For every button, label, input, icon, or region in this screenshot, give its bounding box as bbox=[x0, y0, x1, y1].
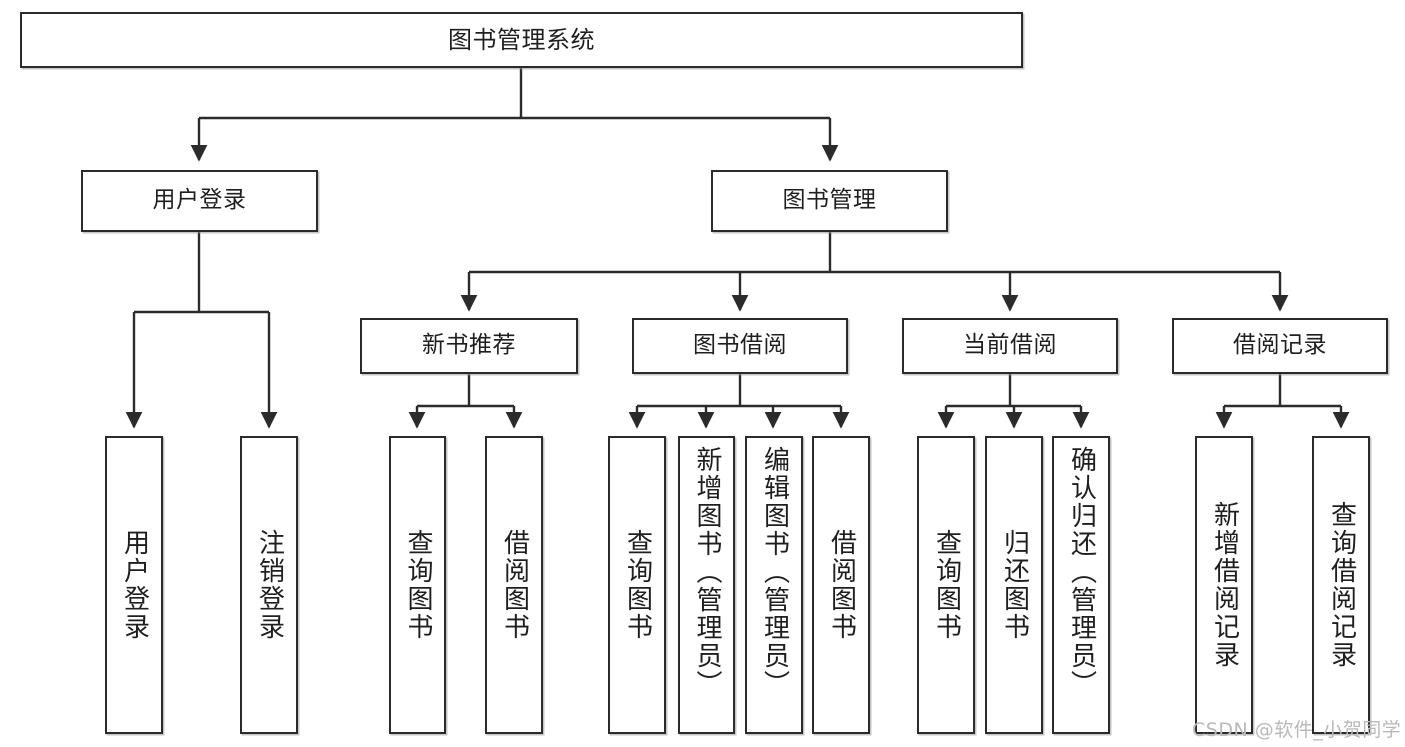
node-label: 图书借阅 bbox=[693, 332, 787, 359]
leaf-newbook-query-book[interactable]: 查询图书 bbox=[389, 436, 446, 734]
node-user-login[interactable]: 用户登录 bbox=[81, 170, 318, 232]
leaf-borrow-add-book-admin[interactable]: 新增图书（管理员） bbox=[678, 436, 735, 734]
leaf-current-confirm-return-admin[interactable]: 确认归还（管理员） bbox=[1052, 436, 1110, 734]
node-label: 用户登录 bbox=[152, 187, 247, 214]
leaf-current-query-book[interactable]: 查询图书 bbox=[917, 436, 975, 734]
node-current-borrow[interactable]: 当前借阅 bbox=[902, 318, 1118, 374]
leaf-logout[interactable]: 注销登录 bbox=[240, 436, 298, 734]
node-label: 编辑图书（管理员） bbox=[759, 446, 790, 698]
node-label: 查询图书 bbox=[403, 529, 434, 641]
node-label: 图书管理系统 bbox=[448, 25, 595, 54]
node-label: 借阅图书 bbox=[826, 529, 857, 641]
leaf-borrow-query-book[interactable]: 查询图书 bbox=[608, 436, 666, 734]
leaf-record-add[interactable]: 新增借阅记录 bbox=[1195, 436, 1253, 734]
csdn-watermark: CSDN @软件_小贺同学 bbox=[1192, 719, 1402, 741]
node-book-management[interactable]: 图书管理 bbox=[711, 170, 948, 232]
node-label: 新书推荐 bbox=[422, 332, 516, 359]
node-label: 当前借阅 bbox=[963, 332, 1057, 359]
node-borrow-record[interactable]: 借阅记录 bbox=[1172, 318, 1388, 374]
node-label: 借阅图书 bbox=[499, 529, 530, 641]
node-label: 查询借阅记录 bbox=[1326, 501, 1357, 669]
node-label: 图书管理 bbox=[782, 187, 877, 214]
node-label: 归还图书 bbox=[999, 529, 1030, 641]
leaf-record-query[interactable]: 查询借阅记录 bbox=[1312, 436, 1370, 734]
node-label: 查询图书 bbox=[931, 529, 962, 641]
node-label: 确认归还（管理员） bbox=[1066, 446, 1097, 698]
node-label: 查询图书 bbox=[622, 529, 653, 641]
node-label: 借阅记录 bbox=[1233, 332, 1327, 359]
leaf-user-login[interactable]: 用户登录 bbox=[105, 436, 163, 734]
leaf-borrow-edit-book-admin[interactable]: 编辑图书（管理员） bbox=[745, 436, 803, 734]
leaf-newbook-borrow-book[interactable]: 借阅图书 bbox=[485, 436, 543, 734]
node-label: 新增借阅记录 bbox=[1209, 501, 1240, 669]
leaf-current-return-book[interactable]: 归还图书 bbox=[985, 436, 1043, 734]
node-label: 新增图书（管理员） bbox=[692, 446, 723, 698]
leaf-borrow-lend-book[interactable]: 借阅图书 bbox=[812, 436, 870, 734]
node-label: 用户登录 bbox=[119, 529, 150, 641]
node-label: 注销登录 bbox=[254, 529, 285, 641]
node-root-system[interactable]: 图书管理系统 bbox=[20, 12, 1023, 68]
node-book-borrow[interactable]: 图书借阅 bbox=[632, 318, 848, 374]
node-new-book-recommend[interactable]: 新书推荐 bbox=[360, 318, 578, 374]
